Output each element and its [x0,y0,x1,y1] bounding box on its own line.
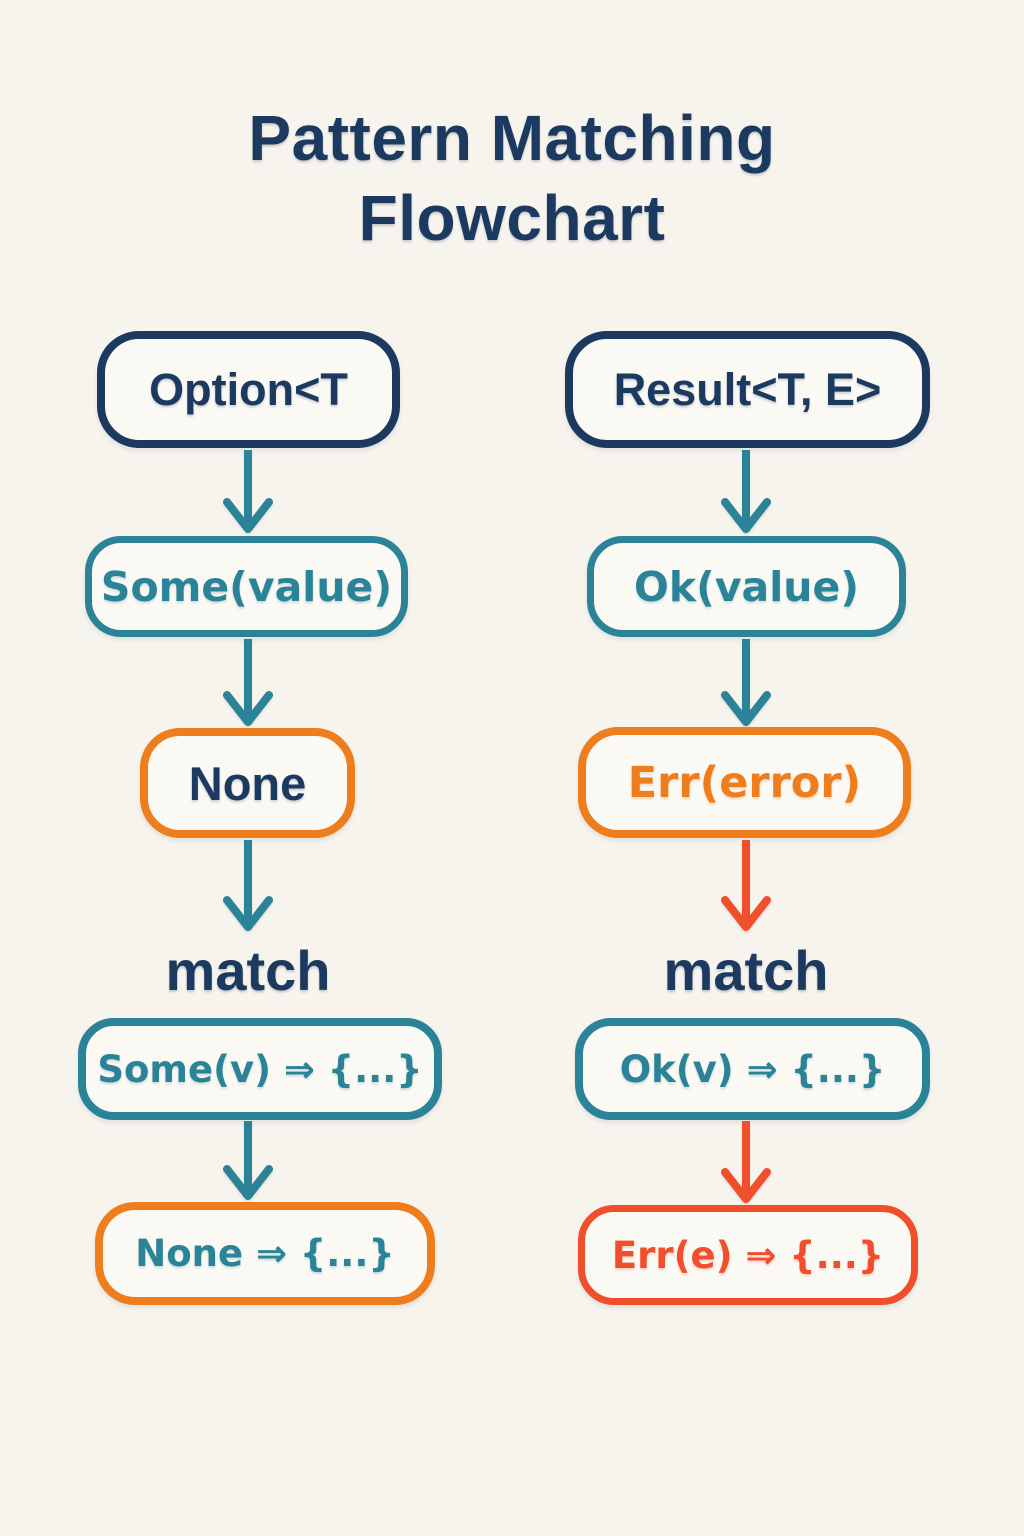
node-option-type: Option<T [97,331,400,448]
node-result-type: Result<T, E> [565,331,930,448]
arrow-okarm-to-errarm [716,1121,776,1204]
node-err-error-label: Err(error) [627,757,862,808]
node-err-error: Err(error) [578,727,911,838]
node-ok-value: Ok(value) [587,536,906,637]
arrow-err-to-match [716,840,776,932]
arrow-result-to-ok [716,450,776,534]
page-title: Pattern Matching Flowchart [0,98,1024,258]
node-ok-arm: Ok(v) ⇒ {...} [575,1018,930,1120]
arrow-none-to-match [218,840,278,932]
match-keyword-left-label: match [165,939,331,1002]
node-some-value: Some(value) [85,536,408,637]
node-result-type-label: Result<T, E> [613,363,882,415]
arrow-option-to-some [218,450,278,534]
node-some-arm-label: Some(v) ⇒ {...} [97,1047,423,1091]
match-keyword-right: match [596,938,896,1003]
node-ok-arm-label: Ok(v) ⇒ {...} [619,1047,886,1091]
node-some-arm: Some(v) ⇒ {...} [78,1018,442,1120]
node-none-label: None [188,756,307,810]
page-title-line2: Flowchart [358,182,666,254]
node-ok-value-label: Ok(value) [633,562,860,611]
node-some-value-label: Some(value) [100,562,393,611]
match-keyword-right-label: match [663,939,829,1002]
node-option-type-label: Option<T [149,363,348,415]
page-title-line1: Pattern Matching [248,102,776,174]
node-err-arm: Err(e) ⇒ {...} [578,1205,918,1305]
node-none-arm: None ⇒ {...} [95,1202,435,1305]
node-err-arm-label: Err(e) ⇒ {...} [611,1233,885,1277]
arrow-somearm-to-nonearm [218,1121,278,1201]
node-none: None [140,728,355,838]
arrow-some-to-none [218,639,278,727]
match-keyword-left: match [98,938,398,1003]
node-none-arm-label: None ⇒ {...} [135,1232,395,1275]
arrow-ok-to-err [716,639,776,727]
